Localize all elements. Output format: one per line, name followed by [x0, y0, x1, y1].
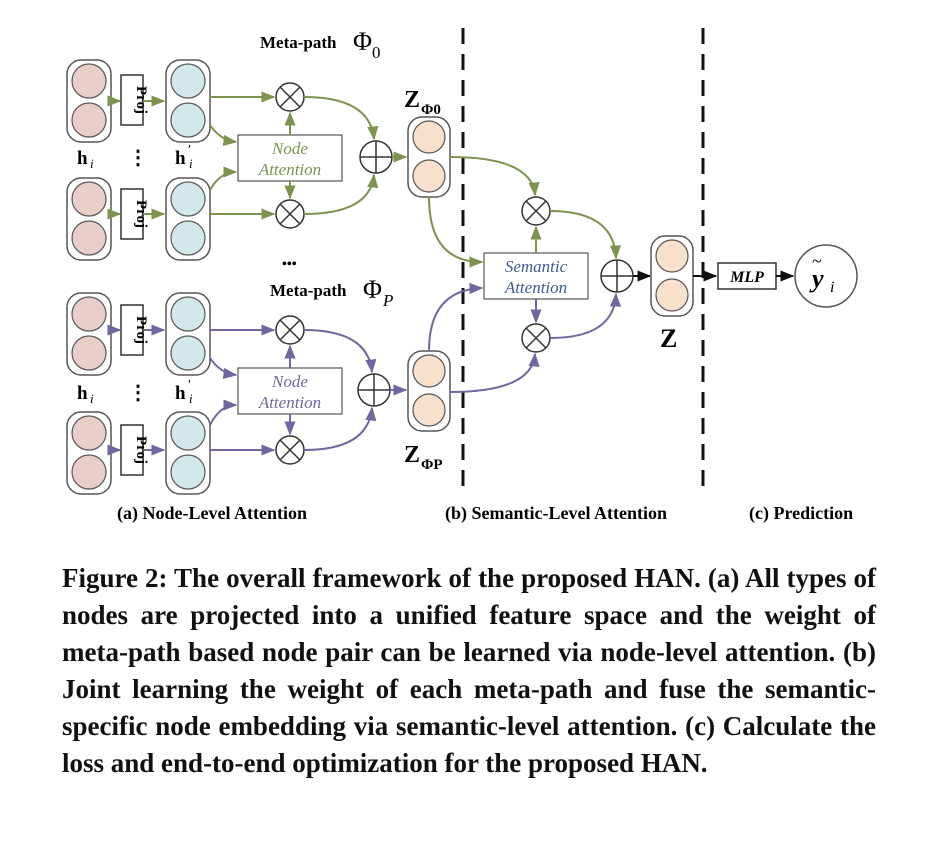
- section-a-label: (a) Node-Level Attention: [117, 503, 307, 524]
- input-node-1: [66, 59, 112, 143]
- han-framework-diagram: Meta-path Φ 0 Proj h i ⋮ h ′ i Proj: [66, 27, 858, 524]
- ellipsis: •••: [282, 257, 297, 272]
- multiply-node-bottom-2: [275, 435, 305, 465]
- svg-text:′: ′: [188, 378, 191, 393]
- svg-text:Φ0: Φ0: [421, 102, 441, 118]
- semantic-multiply-top: [521, 196, 551, 226]
- semantic-sum-node: [600, 259, 634, 293]
- projected-node-3: [165, 292, 211, 376]
- mlp-box: MLP: [717, 262, 777, 290]
- proj-box-2: Proj: [120, 188, 149, 240]
- svg-text:ΦP: ΦP: [421, 457, 443, 473]
- svg-text:i: i: [90, 156, 94, 171]
- input-node-4: [66, 411, 112, 495]
- meta-path-top-sub: 0: [372, 43, 381, 62]
- h-i-prime-label-top: h ′ i: [175, 143, 193, 171]
- svg-text:Attention: Attention: [258, 160, 321, 179]
- z-phip-node: [407, 350, 451, 432]
- svg-text:i: i: [189, 391, 193, 406]
- multiply-node-bottom-1: [275, 315, 305, 345]
- z-phi0-label: Z Φ0: [404, 87, 441, 118]
- svg-text:MLP: MLP: [729, 269, 764, 286]
- prediction-output: ~ y i: [794, 244, 858, 308]
- projected-node-2: [165, 177, 211, 261]
- colon-bottom: ⋮: [128, 382, 148, 404]
- svg-text:Node: Node: [271, 372, 308, 391]
- svg-text:Z: Z: [404, 87, 420, 113]
- svg-text:i: i: [830, 279, 834, 296]
- meta-path-bottom-symbol: Φ: [363, 275, 382, 304]
- svg-text:Semantic: Semantic: [505, 257, 568, 276]
- sum-node-bottom: [357, 373, 391, 407]
- h-i-label-top: h i: [77, 148, 94, 171]
- figure-caption: Figure 2: The overall framework of the p…: [62, 563, 876, 778]
- semantic-attention-box: Semantic Attention: [483, 252, 589, 300]
- svg-text:~: ~: [812, 251, 822, 271]
- svg-text:i: i: [90, 391, 94, 406]
- svg-text:i: i: [189, 156, 193, 171]
- meta-path-top-symbol: Φ: [353, 27, 372, 56]
- section-c-label: (c) Prediction: [749, 503, 853, 524]
- input-node-2: [66, 177, 112, 261]
- svg-text:h: h: [175, 383, 186, 404]
- svg-text:y: y: [809, 264, 824, 293]
- projected-node-1: [165, 59, 211, 143]
- sum-node-top: [359, 140, 393, 174]
- z-final-node: [650, 235, 694, 317]
- svg-text:h: h: [77, 148, 88, 169]
- proj-box-3: Proj: [120, 304, 149, 356]
- colon-top: ⋮: [128, 147, 148, 169]
- svg-text:Attention: Attention: [258, 393, 321, 412]
- semantic-multiply-bottom: [521, 323, 551, 353]
- z-final-label: Z: [660, 324, 677, 353]
- svg-text:Proj: Proj: [133, 200, 149, 228]
- svg-text:Proj: Proj: [133, 86, 149, 114]
- multiply-node-top-1: [275, 82, 305, 112]
- multiply-node-top-2: [275, 199, 305, 229]
- h-i-label-bottom: h i: [77, 383, 94, 406]
- meta-path-bottom-sub: P: [382, 291, 393, 310]
- node-attention-box-top: Node Attention: [237, 134, 343, 182]
- svg-text:Attention: Attention: [504, 278, 567, 297]
- svg-text:h: h: [175, 148, 186, 169]
- projected-node-4: [165, 411, 211, 495]
- node-attention-box-bottom: Node Attention: [237, 367, 343, 415]
- svg-text:h: h: [77, 383, 88, 404]
- svg-text:Proj: Proj: [133, 316, 149, 344]
- svg-text:Proj: Proj: [133, 436, 149, 464]
- svg-text:′: ′: [188, 143, 191, 158]
- z-phip-label: Z ΦP: [404, 442, 443, 473]
- meta-path-top-label: Meta-path: [260, 33, 337, 52]
- input-node-3: [66, 292, 112, 376]
- z-phi0-node: [407, 116, 451, 198]
- section-b-label: (b) Semantic-Level Attention: [445, 503, 667, 524]
- meta-path-bottom-label: Meta-path: [270, 281, 347, 300]
- svg-text:Z: Z: [404, 442, 420, 468]
- h-i-prime-label-bottom: h ′ i: [175, 378, 193, 406]
- svg-text:Node: Node: [271, 139, 308, 158]
